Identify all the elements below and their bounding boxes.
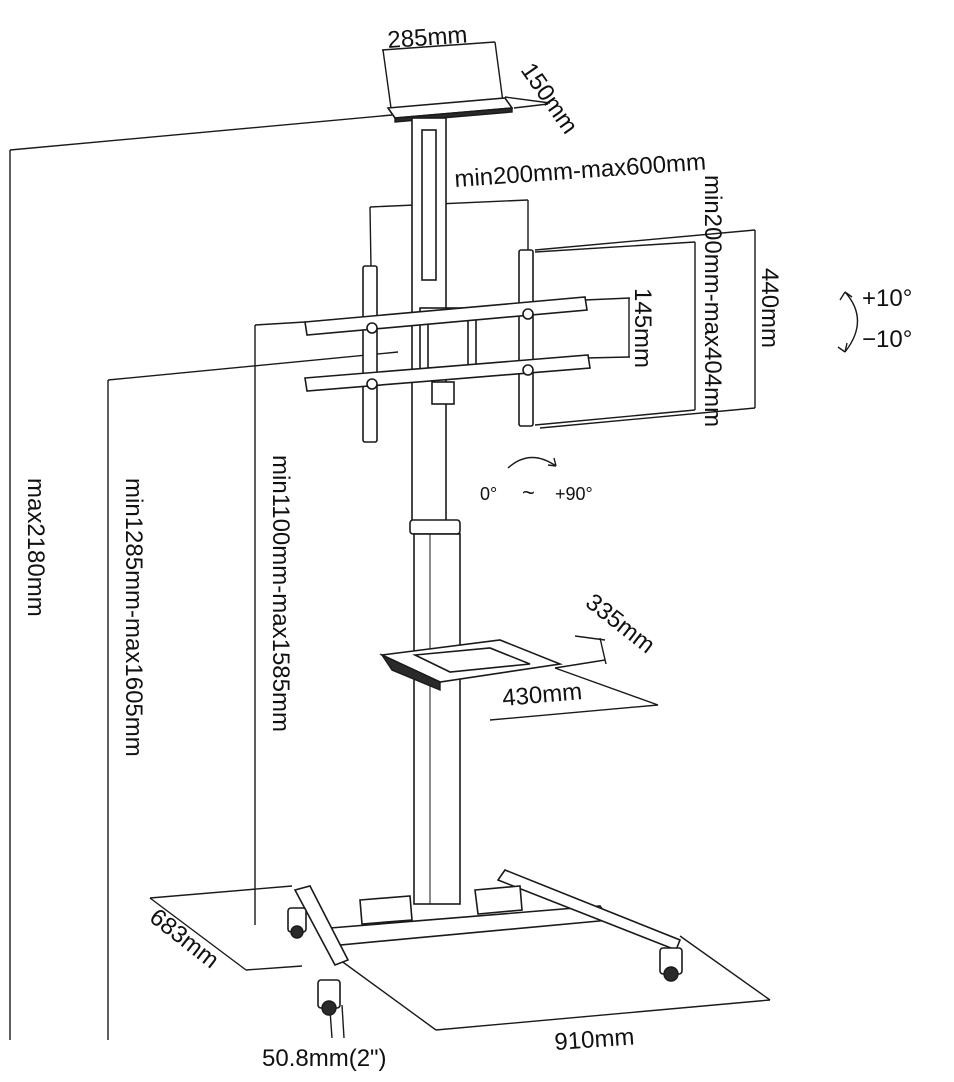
rotation-min-label: 0°: [480, 484, 497, 504]
arm-vertical-label: min200mm-max404mm: [699, 175, 726, 427]
rotation-max-label: +90°: [555, 484, 593, 504]
tilt-down-label: −10°: [862, 326, 912, 353]
tilt-arrow: [844, 291, 859, 353]
caster-back-left: [287, 907, 307, 939]
caster-right: [659, 947, 683, 982]
dimension-lines: [9, 41, 771, 1040]
mount-height-label: min1100mm-max1585mm: [267, 455, 294, 732]
rotation-sep-label: ~: [522, 480, 535, 505]
rail-spacing-label: 145mm: [629, 288, 656, 368]
shelf-depth-label: 335mm: [580, 588, 660, 659]
shelf-width-label: 430mm: [501, 678, 583, 712]
caster-size-label: 50.8mm(2"): [262, 1045, 387, 1072]
middle-shelf: [379, 639, 564, 692]
plate-height-label: 440mm: [756, 268, 783, 348]
rotation-arrow: [507, 456, 557, 469]
base-assembly: [287, 869, 683, 1016]
lower-column: [413, 533, 461, 905]
center-height-label: min1285mm-max1605mm: [120, 478, 147, 757]
height-collar: [409, 519, 461, 535]
stand-drawing: [287, 97, 859, 1016]
overall-height-label: max2180mm: [22, 478, 49, 617]
base-width-label: 910mm: [554, 1023, 636, 1056]
tray-width-label: 285mm: [387, 21, 469, 54]
tray-depth-label: 150mm: [515, 58, 583, 139]
arm-horizontal-label: min200mm-max600mm: [454, 148, 707, 193]
tilt-up-label: +10°: [862, 285, 912, 312]
vesa-mount: [304, 249, 591, 443]
caster-front-left: [317, 979, 341, 1016]
dimension-labels: 285mm 150mm min200mm-max600mm min200mm-m…: [22, 21, 912, 1072]
base-depth-label: 683mm: [144, 903, 224, 974]
